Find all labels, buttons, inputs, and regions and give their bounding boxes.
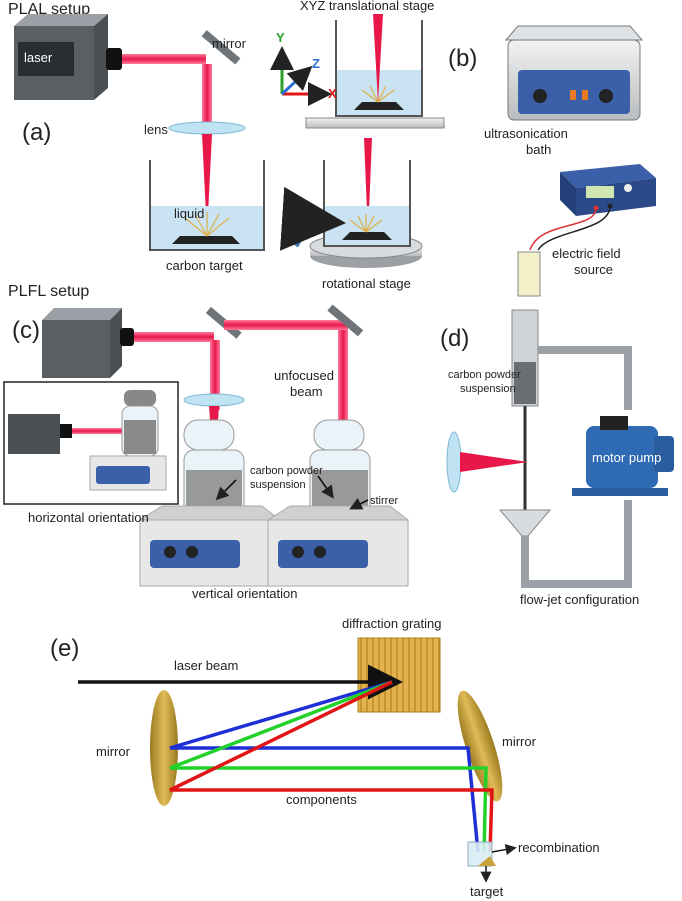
laser-device-c: [42, 308, 134, 378]
laser-beam-vertical: [202, 64, 212, 124]
focused-beam: [202, 134, 212, 235]
lens-label: lens: [144, 122, 168, 137]
xyz-stage: [304, 14, 446, 129]
lens-c: [183, 393, 245, 407]
diffraction-grating-label: diffraction grating: [342, 616, 442, 631]
unfocused-beam: [338, 330, 348, 476]
recombination-label: recombination: [518, 840, 600, 855]
carbon-suspension-c-line1: carbon powder: [250, 465, 323, 477]
axis-y-label: Y: [276, 30, 285, 45]
axis-z-label: Z: [312, 56, 320, 71]
recombination-cell: [467, 841, 496, 867]
carbon-suspension-d-line2: suspension: [460, 383, 516, 395]
motor-pump-label: motor pump: [592, 450, 661, 465]
unfocused-label-line2: beam: [290, 384, 323, 399]
panel-c-label: (c): [12, 317, 40, 344]
laser-device: [14, 14, 122, 100]
carbon-suspension-d-line1: carbon powder: [448, 369, 521, 381]
lens-d: [446, 431, 462, 493]
beam-c-upper: [224, 320, 348, 330]
electrode-cell: [517, 205, 611, 297]
flow-jet-label: flow-jet configuration: [520, 592, 639, 607]
focused-beam-d: [460, 452, 528, 472]
horizontal-orientation-label: horizontal orientation: [28, 510, 149, 525]
dispersed-beams: [169, 680, 494, 853]
ultrasonication-bath: [504, 25, 644, 121]
flow-jet-system: [498, 309, 674, 588]
beaker-a: [149, 160, 265, 251]
rotational-stage-label: rotational stage: [322, 276, 411, 291]
plfl-setup-title: PLFL setup: [8, 283, 89, 300]
mirror-e-right-label: mirror: [502, 734, 537, 749]
xyz-stage-label: XYZ translational stage: [300, 0, 434, 13]
ultrasonication-label-line1: ultrasonication: [484, 126, 568, 141]
unfocused-label-line1: unfocused: [274, 368, 334, 383]
mirror-e-left-label: mirror: [96, 744, 131, 759]
components-label: components: [286, 792, 357, 807]
vertical-bottle-2: [266, 419, 410, 587]
plal-setup-title: PLAL setup: [8, 1, 90, 18]
laser-beam-horizontal: [122, 54, 206, 64]
carbon-target-label: carbon target: [166, 258, 243, 273]
stirrer-label: stirrer: [370, 495, 398, 507]
mirror-c2: [327, 304, 364, 337]
mirror-a-label: mirror: [212, 36, 247, 51]
beam-c-vertical-1: [210, 340, 220, 410]
mirror-c1: [205, 306, 242, 339]
panel-d-label: (d): [440, 325, 469, 352]
electric-field-label-line1: electric field: [552, 246, 621, 261]
rotational-stage: [279, 138, 423, 268]
panel-e-label: (e): [50, 635, 79, 662]
lens: [168, 121, 246, 135]
vertical-bottle-1: [138, 419, 282, 587]
beam-c-horizontal: [134, 332, 214, 342]
ultrasonication-label-line2: bath: [526, 142, 551, 157]
panel-a-label: (a): [22, 119, 51, 146]
carbon-suspension-c-line2: suspension: [250, 479, 306, 491]
mirror-e-right: [457, 690, 503, 802]
electric-field-label-line2: source: [574, 262, 613, 277]
mirror-a: [201, 30, 241, 65]
axis-x-label: X: [328, 86, 337, 101]
target-label: target: [470, 884, 504, 899]
electric-field-source: [560, 164, 656, 216]
mirror-e-left: [150, 690, 178, 806]
diffraction-grating: [357, 637, 441, 713]
liquid-label: liquid: [174, 206, 204, 221]
laser-beam-label: laser beam: [174, 658, 238, 673]
horizontal-setup: [8, 390, 167, 491]
panel-b-label: (b): [448, 45, 477, 72]
xyz-axes: [270, 46, 332, 106]
vertical-orientation-label: vertical orientation: [192, 586, 298, 601]
laser-label: laser: [24, 50, 53, 65]
